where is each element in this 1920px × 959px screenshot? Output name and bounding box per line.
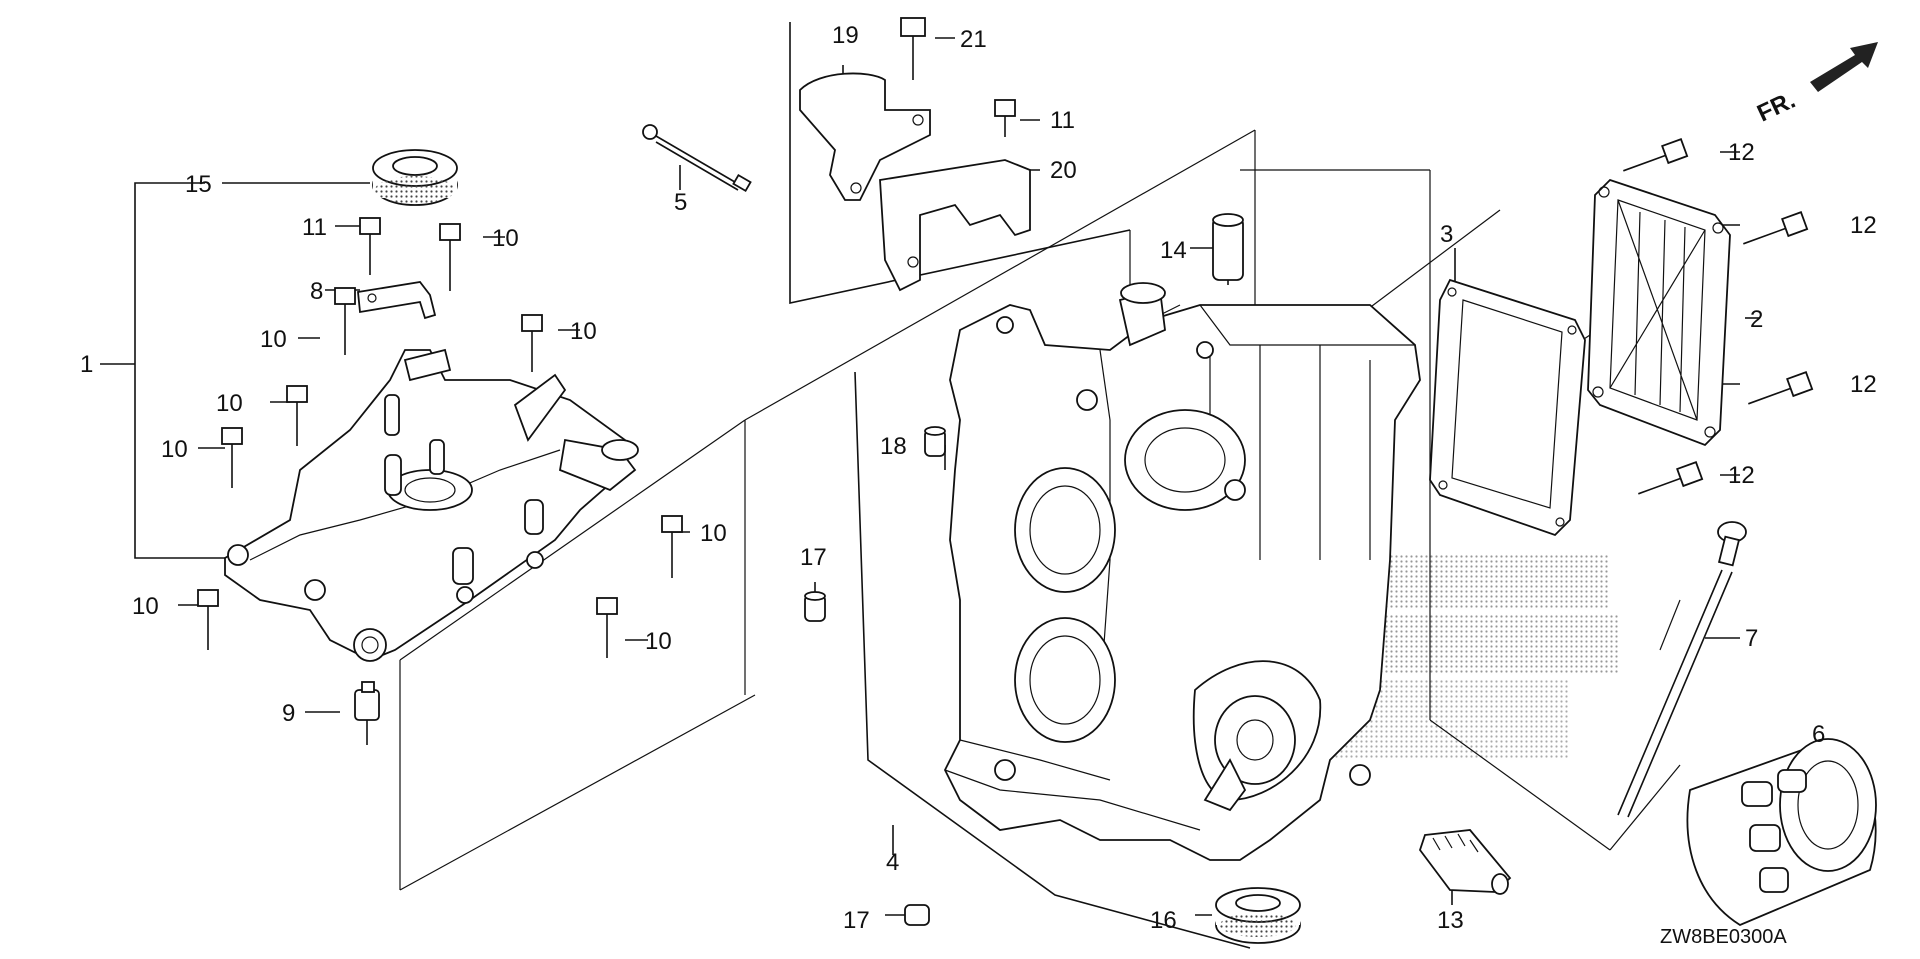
- bolt-10b: [334, 287, 356, 355]
- cylinder-block-4: [943, 282, 1421, 861]
- bolt-10d: [286, 385, 308, 446]
- callout-6: 6: [1812, 721, 1825, 748]
- long-bolt-5: [642, 124, 752, 193]
- sleeve-14: [1212, 213, 1244, 281]
- callout-3: 3: [1440, 221, 1453, 248]
- dowel-17a: [804, 591, 826, 622]
- cover-19: [799, 72, 931, 201]
- callout-21: 21: [960, 26, 987, 53]
- callout-13: 13: [1437, 907, 1464, 934]
- callout-9: 9: [282, 700, 295, 727]
- callout-17-a: 17: [800, 544, 827, 571]
- callout-5: 5: [674, 189, 687, 216]
- fr-label: FR.: [1753, 87, 1799, 128]
- bolt-10e: [221, 427, 243, 488]
- callout-11-b: 11: [1050, 107, 1075, 134]
- bolt-12c: [1748, 371, 1814, 405]
- crankcase-cover-1: [224, 348, 639, 662]
- callout-12-d: 12: [1728, 462, 1755, 489]
- callout-16: 16: [1150, 907, 1177, 934]
- stud-13: [1418, 829, 1512, 895]
- callout-labels: 1 2 3 4 5 6 7 8 9 10 10 10 10 10 10 10 1…: [80, 22, 1877, 934]
- callout-10-b: 10: [260, 326, 287, 353]
- callout-10-c: 10: [570, 318, 597, 345]
- dipstick-7: [1617, 521, 1747, 818]
- bolt-10h: [596, 597, 618, 658]
- callout-15: 15: [185, 171, 212, 198]
- oil-seal-15: [372, 149, 458, 206]
- callout-10-g: 10: [132, 593, 159, 620]
- gasket-3: [1429, 278, 1586, 537]
- callout-4: 4: [886, 849, 899, 876]
- callout-10-h: 10: [645, 628, 672, 655]
- callout-1: 1: [80, 351, 93, 378]
- bolt-11a: [359, 217, 381, 275]
- callout-17-b: 17: [843, 907, 870, 934]
- callout-12-c: 12: [1850, 371, 1877, 398]
- bolt-set: [197, 17, 1814, 658]
- callout-12-b: 12: [1850, 212, 1877, 239]
- dowel-18: [924, 426, 946, 457]
- bolt-12d: [1638, 461, 1704, 495]
- oil-seal-16: [1215, 887, 1301, 944]
- callout-10-e: 10: [161, 436, 188, 463]
- callout-10-f: 10: [700, 520, 727, 547]
- oil-sensor-9: [354, 681, 380, 745]
- bolt-12b: [1743, 211, 1809, 245]
- oil-filter-6: [1686, 738, 1877, 927]
- bolt-11b: [994, 99, 1016, 137]
- bolt-21: [900, 17, 926, 80]
- callout-8: 8: [310, 278, 323, 305]
- breather-cover-2: [1587, 178, 1731, 447]
- callout-19: 19: [832, 22, 859, 49]
- dowel-17b: [904, 904, 930, 926]
- bracket-8: [357, 281, 437, 320]
- bolt-12a: [1623, 138, 1689, 172]
- callout-11-a: 11: [302, 214, 327, 241]
- bolt-10g: [197, 589, 219, 650]
- bracket-20: [879, 159, 1031, 292]
- callout-10-d: 10: [216, 390, 243, 417]
- bolt-10c: [521, 314, 543, 372]
- front-direction-arrow: FR.: [1753, 42, 1878, 127]
- callout-14: 14: [1160, 237, 1187, 264]
- callout-7: 7: [1745, 625, 1758, 652]
- bolt-10a: [439, 223, 461, 291]
- callout-18: 18: [880, 433, 907, 460]
- callout-10-a: 10: [492, 225, 519, 252]
- bolt-10f: [661, 515, 683, 578]
- drawing-code: ZW8BE0300A: [1660, 926, 1787, 948]
- callout-20: 20: [1050, 157, 1077, 184]
- callout-2: 2: [1750, 306, 1763, 333]
- callout-12-a: 12: [1728, 139, 1755, 166]
